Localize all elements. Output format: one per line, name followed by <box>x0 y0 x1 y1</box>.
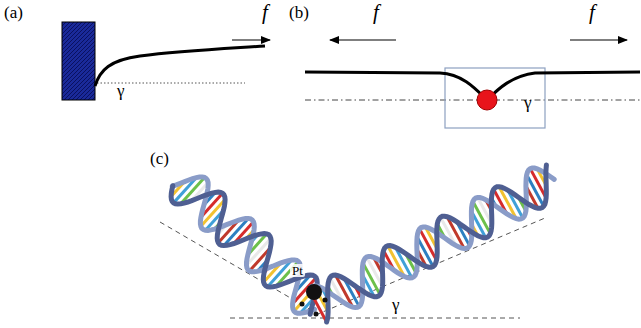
backbone-strand <box>327 165 547 322</box>
angle-symbol: γ <box>392 296 400 313</box>
reference-line <box>230 318 520 319</box>
angle-symbol: γ <box>117 82 125 99</box>
force-arrow <box>330 39 396 40</box>
filament <box>95 46 265 86</box>
force-symbol: f <box>589 2 595 23</box>
ligand-dot <box>314 312 319 317</box>
panel-label: (b) <box>289 4 309 21</box>
backbone-strand <box>309 168 554 308</box>
wall <box>62 22 95 100</box>
reference-line <box>305 100 640 101</box>
force-symbol: f <box>373 2 379 23</box>
panel-label: (a) <box>4 4 23 21</box>
force-symbol: f <box>262 2 268 23</box>
panel-label: (c) <box>150 150 169 167</box>
backbone-strand <box>171 186 317 314</box>
angle-symbol: γ <box>524 94 532 111</box>
force-arrow <box>570 39 627 40</box>
ligand-dot <box>300 302 305 307</box>
filament <box>305 72 640 100</box>
atom-label: Pt <box>290 264 305 277</box>
dna-helix <box>171 165 554 322</box>
bead <box>477 90 497 110</box>
force-arrow <box>232 39 270 40</box>
platinum-atom <box>306 284 322 300</box>
ligand-dot <box>323 298 328 303</box>
